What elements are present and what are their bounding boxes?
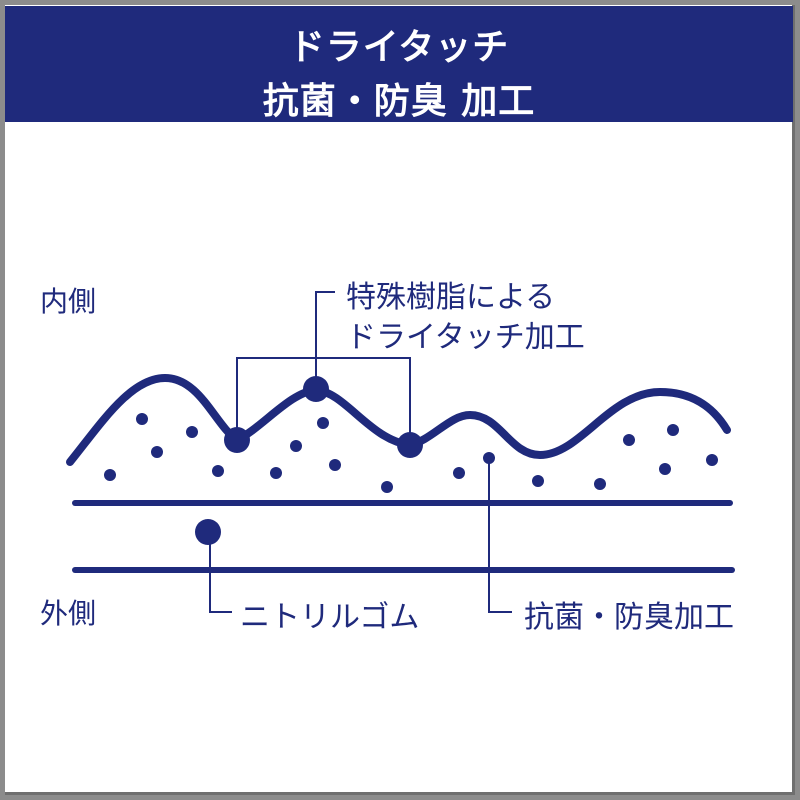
resin-callout-lines xyxy=(236,291,411,445)
nitrile-dot xyxy=(195,519,221,545)
antibacterial-callout-line xyxy=(488,458,512,613)
nitrile-rubber-label: ニトリルゴム xyxy=(240,600,420,635)
diagram-frame xyxy=(5,5,795,795)
outer-side-label: 外側 xyxy=(40,597,97,630)
title-line-1: ドライタッチ xyxy=(288,27,510,68)
nitrile-callout-line xyxy=(209,532,232,613)
particle-dots xyxy=(104,413,718,493)
resin-callout-line-1: 特殊樹脂による xyxy=(346,280,556,315)
antibacterial-label: 抗菌・防臭加工 xyxy=(524,600,734,635)
resin-callout-dots xyxy=(224,376,423,458)
inner-side-label: 内側 xyxy=(40,285,97,318)
header-banner: ドライタッチ 抗菌・防臭 加工 xyxy=(5,6,793,122)
title-line-2: 抗菌・防臭 加工 xyxy=(262,81,536,122)
resin-callout-line-2: ドライタッチ加工 xyxy=(346,320,585,355)
